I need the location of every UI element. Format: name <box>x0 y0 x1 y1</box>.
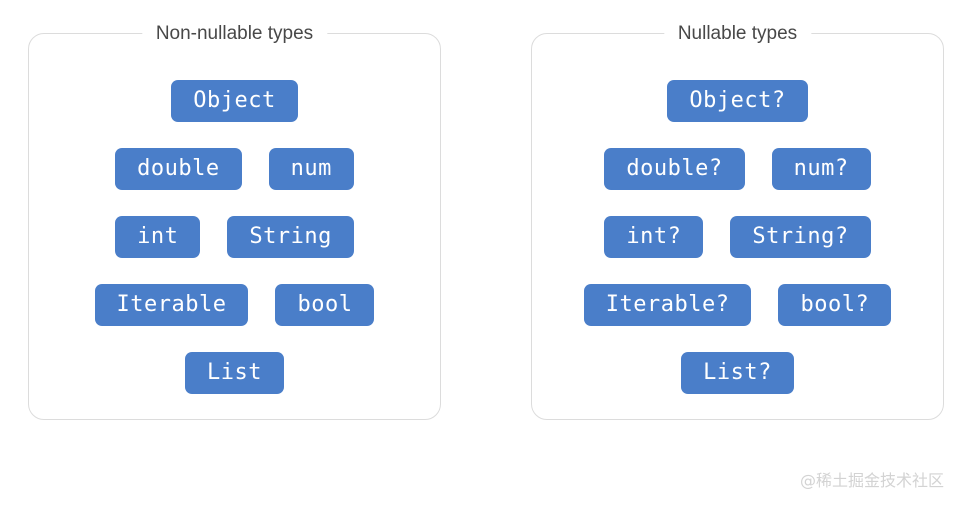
type-chip-object[interactable]: Object <box>171 80 298 122</box>
chip-row: Object? <box>667 80 808 122</box>
panel-nullable-types: Nullable types Object? double? num? int?… <box>531 21 944 420</box>
type-chip-string-nullable[interactable]: String? <box>730 216 871 258</box>
panel-title-nullable: Nullable types <box>663 21 812 47</box>
chip-row: Object <box>171 80 298 122</box>
type-chip-string[interactable]: String <box>227 216 354 258</box>
type-chip-bool[interactable]: bool <box>275 284 375 326</box>
type-chip-double[interactable]: double <box>115 148 242 190</box>
chip-row: List <box>185 352 284 394</box>
watermark: @稀土掘金技术社区 <box>799 471 944 490</box>
panel-body-non-nullable: Object double num int String Iterable bo… <box>29 80 440 394</box>
panel-body-nullable: Object? double? num? int? String? Iterab… <box>532 80 943 394</box>
type-chip-list[interactable]: List <box>185 352 284 394</box>
type-chip-list-nullable[interactable]: List? <box>681 352 794 394</box>
type-chip-int-nullable[interactable]: int? <box>604 216 704 258</box>
chip-row: double? num? <box>604 148 871 190</box>
type-chip-bool-nullable[interactable]: bool? <box>778 284 892 326</box>
panel-title-non-nullable: Non-nullable types <box>141 21 328 47</box>
panel-non-nullable-types: Non-nullable types Object double num int… <box>28 21 441 420</box>
chip-row: Iterable bool <box>94 284 375 326</box>
type-chip-num[interactable]: num <box>268 148 354 190</box>
chip-row: Iterable? bool? <box>583 284 892 326</box>
type-chip-double-nullable[interactable]: double? <box>604 148 745 190</box>
type-chip-object-nullable[interactable]: Object? <box>667 80 808 122</box>
chip-row: int String <box>115 216 354 258</box>
type-chip-iterable-nullable[interactable]: Iterable? <box>583 284 752 326</box>
chip-row: double num <box>115 148 354 190</box>
chip-row: int? String? <box>604 216 871 258</box>
type-chip-iterable[interactable]: Iterable <box>94 284 249 326</box>
type-chip-num-nullable[interactable]: num? <box>771 148 871 190</box>
type-chip-int[interactable]: int <box>115 216 201 258</box>
chip-row: List? <box>681 352 794 394</box>
